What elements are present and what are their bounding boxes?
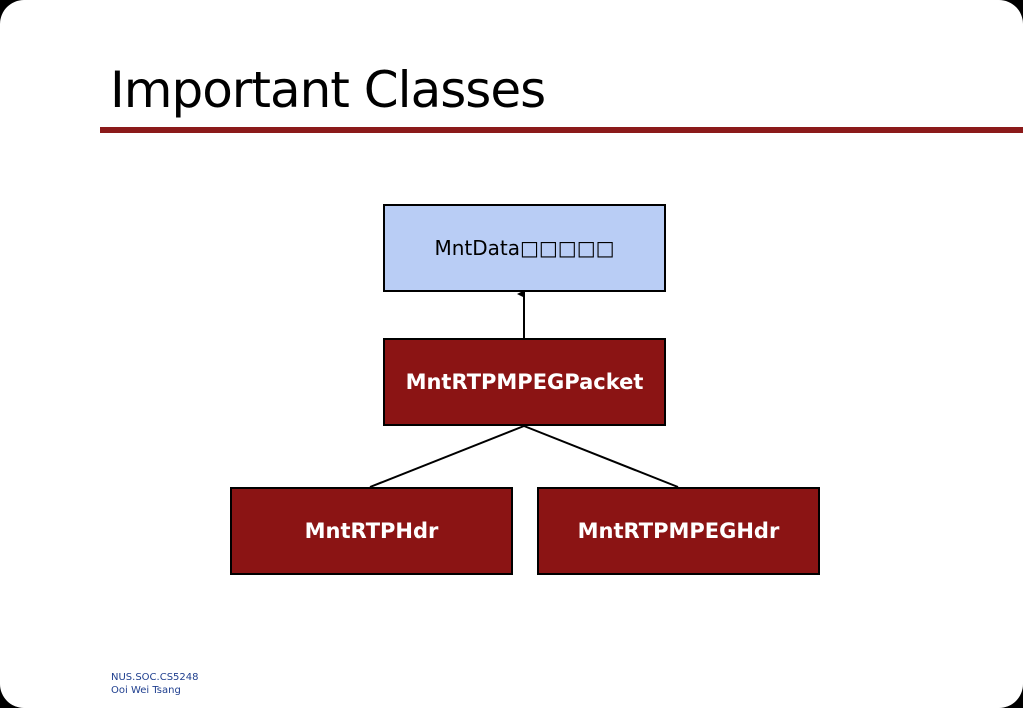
edge-packet-to-mpeghdr: [523, 425, 679, 488]
class-box-mntdata: MntData□□□□□: [383, 204, 666, 292]
class-label-mntrtphdr: MntRTPHdr: [304, 519, 439, 543]
class-box-mntrtpmpegpacket: MntRTPMPEGPacket: [383, 338, 666, 426]
edge-packet-to-hdr: [369, 425, 525, 488]
class-label-mntdata: MntData□□□□□: [434, 236, 615, 260]
class-box-mntrtphdr: MntRTPHdr: [230, 487, 513, 575]
slide-footer: NUS.SOC.CS5248 Ooi Wei Tsang: [111, 671, 199, 697]
class-box-mntrtpmpeghdr: MntRTPMPEGHdr: [537, 487, 820, 575]
class-label-mntrtpmpegpacket: MntRTPMPEGPacket: [405, 370, 644, 394]
footer-course: NUS.SOC.CS5248: [111, 672, 199, 683]
slide-title: Important Classes: [110, 61, 546, 119]
title-underline: [100, 127, 1023, 133]
footer-author: Ooi Wei Tsang: [111, 685, 181, 696]
class-label-mntrtpmpeghdr: MntRTPMPEGHdr: [577, 519, 780, 543]
